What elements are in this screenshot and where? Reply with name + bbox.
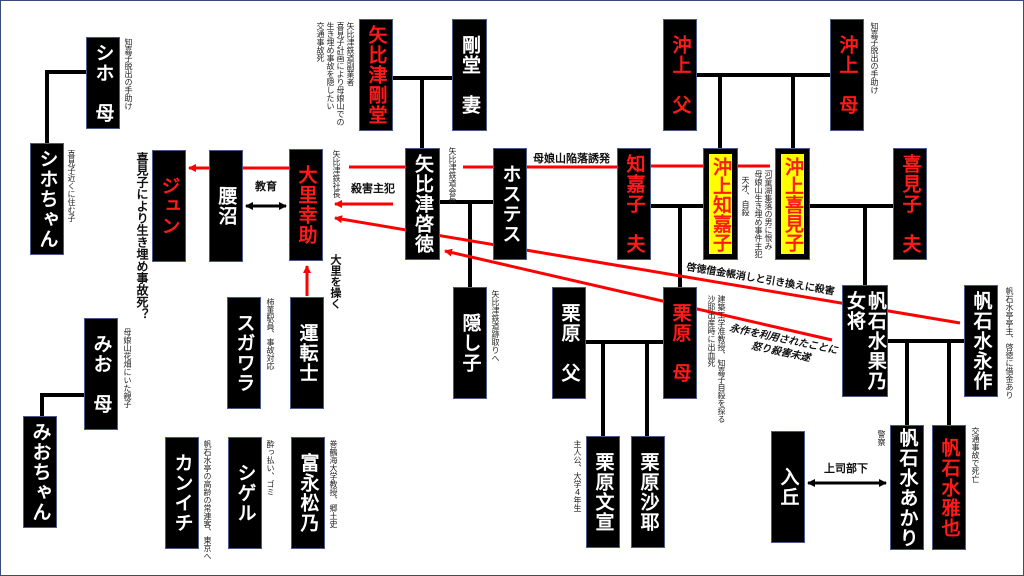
character-jun[interactable]: ジュン: [152, 150, 186, 262]
label-mother-mountain: 母娘山陥落誘発: [533, 152, 610, 165]
character-name: 帆石水果乃女将: [844, 291, 887, 391]
character-name: 沖上知嘉子: [709, 156, 732, 252]
character-kano[interactable]: 帆石水果乃女将: [842, 285, 888, 397]
character-chikako[interactable]: 沖上知嘉子: [703, 148, 738, 260]
note-eisaku: 帆石水亭亭主、啓徳に借金あり: [1005, 287, 1014, 399]
character-name: 帆石水あかり: [896, 427, 919, 548]
character-koshinuma[interactable]: 腰沼: [209, 150, 243, 262]
note-kakushigo: 矢比津鉄道跡取りへ: [491, 290, 500, 362]
note-shiho: 喜見子近くに住む子: [67, 150, 76, 222]
note-masaya: 交通事故で死亡: [971, 427, 980, 483]
character-fuminori[interactable]: 栗原文宣: [586, 436, 620, 548]
label-manipulates-osato: 大里を操く: [329, 254, 342, 309]
character-name: 腰沼: [215, 186, 238, 226]
character-name: 栗原 父: [558, 303, 581, 383]
character-okigami-mother[interactable]: 沖上 母: [830, 19, 864, 131]
character-name: 矢比津剛堂: [365, 25, 388, 125]
character-shiho[interactable]: シホちゃん: [30, 143, 64, 255]
character-hostess[interactable]: ホステス: [493, 148, 527, 260]
note-osato: 矢比津鉄社長: [332, 150, 341, 198]
character-kimiko-husband[interactable]: 喜見子 夫: [893, 148, 927, 260]
character-mio-mother[interactable]: みお 母: [84, 318, 118, 430]
character-saya[interactable]: 栗原沙耶: [631, 436, 665, 548]
character-name: 沖上喜見子: [781, 156, 804, 252]
label-education: 教育: [255, 180, 277, 193]
label-main-culprit: 殺害主犯: [351, 182, 395, 195]
character-kakushigo[interactable]: 隠し子: [453, 287, 487, 399]
character-kanichi[interactable]: カンイチ: [165, 437, 199, 549]
note-okigami-mother: 知嘉子脱出の手助け: [870, 22, 879, 94]
character-name: 剛堂 妻: [458, 35, 481, 115]
arrow-kano-to-keitoku: [444, 248, 833, 342]
character-name: 沖上 父: [669, 35, 692, 115]
character-name: スガワラ: [233, 313, 256, 393]
character-name: シゲル: [234, 463, 257, 523]
character-kimiko[interactable]: 沖上喜見子: [775, 148, 810, 260]
note-kurihara-mother: 建築工学准教授、知嘉子自殺を探る沙耶出産時に出血死: [707, 295, 726, 423]
character-okigami-father[interactable]: 沖上 父: [663, 19, 697, 131]
character-name: みおちゃん: [29, 422, 52, 522]
note-shigeru: 酔っ払い、ゴミ: [266, 440, 275, 496]
character-name: カンイチ: [171, 453, 194, 533]
character-goudou[interactable]: 矢比津剛堂: [359, 19, 393, 131]
character-name: 沖上 母: [836, 35, 859, 115]
character-mio[interactable]: みおちゃん: [23, 416, 57, 528]
character-keitoku[interactable]: 矢比津啓徳: [405, 148, 440, 260]
character-name: 入丘: [777, 467, 800, 507]
note-kanichi: 帆石水亭の高齢の常連客、東京へ: [203, 440, 212, 560]
character-name: 帆石水永作: [970, 291, 993, 391]
character-name: 矢比津啓徳: [411, 154, 434, 254]
character-name: 隠し子: [459, 313, 482, 373]
note-sugawara: 柿董駅員、事故対応: [266, 298, 275, 370]
note-mio-mother: 母娘山花畑にいた親子: [123, 328, 132, 408]
character-name: 栗原 母: [669, 303, 692, 383]
note-fuminori: 主人公、大学４年生: [573, 440, 582, 512]
character-driver[interactable]: 運転士: [290, 297, 324, 409]
character-kurihara-mother[interactable]: 栗原 母: [663, 287, 697, 399]
character-name: シホちゃん: [36, 149, 59, 249]
line-mio-family: [40, 393, 84, 416]
character-name: シホ 母: [92, 43, 115, 123]
label-boss-subordinate: 上司部下: [824, 462, 868, 475]
character-name: 栗原沙耶: [637, 452, 660, 532]
note-chikako: 天才、自殺: [741, 176, 750, 216]
character-shigeru[interactable]: シゲル: [228, 437, 262, 549]
note-jun: 喜見子により生き埋め事故死？: [135, 152, 149, 320]
character-akari[interactable]: 帆石水あかり: [890, 425, 924, 550]
note-matsuno: 巻鶴海大学教授、郷土史: [329, 440, 338, 528]
character-name: 喜見子 夫: [899, 154, 922, 254]
character-matsuno[interactable]: 富永松乃: [291, 437, 325, 549]
character-name: 富永松乃: [297, 453, 320, 533]
character-goudou-wife[interactable]: 剛堂 妻: [452, 19, 487, 131]
character-kurihara-father[interactable]: 栗原 父: [552, 287, 586, 399]
character-name: 栗原文宣: [592, 452, 615, 532]
character-name: ジュン: [158, 176, 181, 236]
note-keitoku: 矢比津鉄道会長: [448, 147, 457, 203]
character-shiho-mother[interactable]: シホ 母: [86, 37, 120, 129]
note-kimiko: 河童湖集落の男に恨み母娘山生き埋め事件主犯: [754, 170, 773, 258]
character-sugawara[interactable]: スガワラ: [227, 297, 261, 409]
character-nyuukyuu[interactable]: 入丘: [771, 431, 805, 543]
character-name: 帆石水雅也: [938, 437, 961, 538]
character-name: 大里幸助: [295, 165, 318, 245]
character-chikako-husband[interactable]: 知嘉子 夫: [617, 148, 651, 260]
note-shiho-mother: 知嘉子脱出の手助け: [124, 38, 133, 110]
character-name: 運転士: [296, 323, 319, 383]
character-osato[interactable]: 大里幸助: [289, 149, 323, 261]
character-masaya[interactable]: 帆石水雅也: [932, 425, 966, 550]
character-name: ホステス: [499, 164, 522, 244]
character-name: 知嘉子 夫: [623, 154, 646, 254]
character-eisaku[interactable]: 帆石水永作: [964, 285, 998, 397]
character-name: みお 母: [90, 334, 113, 414]
note-akari: 警察: [877, 430, 886, 446]
note-goudou: 矢比津鉄道副業者喜見子計画により母娘山での生き埋め事故を隠したい交通事故死: [316, 22, 355, 126]
line-shiho-family: [45, 70, 86, 143]
